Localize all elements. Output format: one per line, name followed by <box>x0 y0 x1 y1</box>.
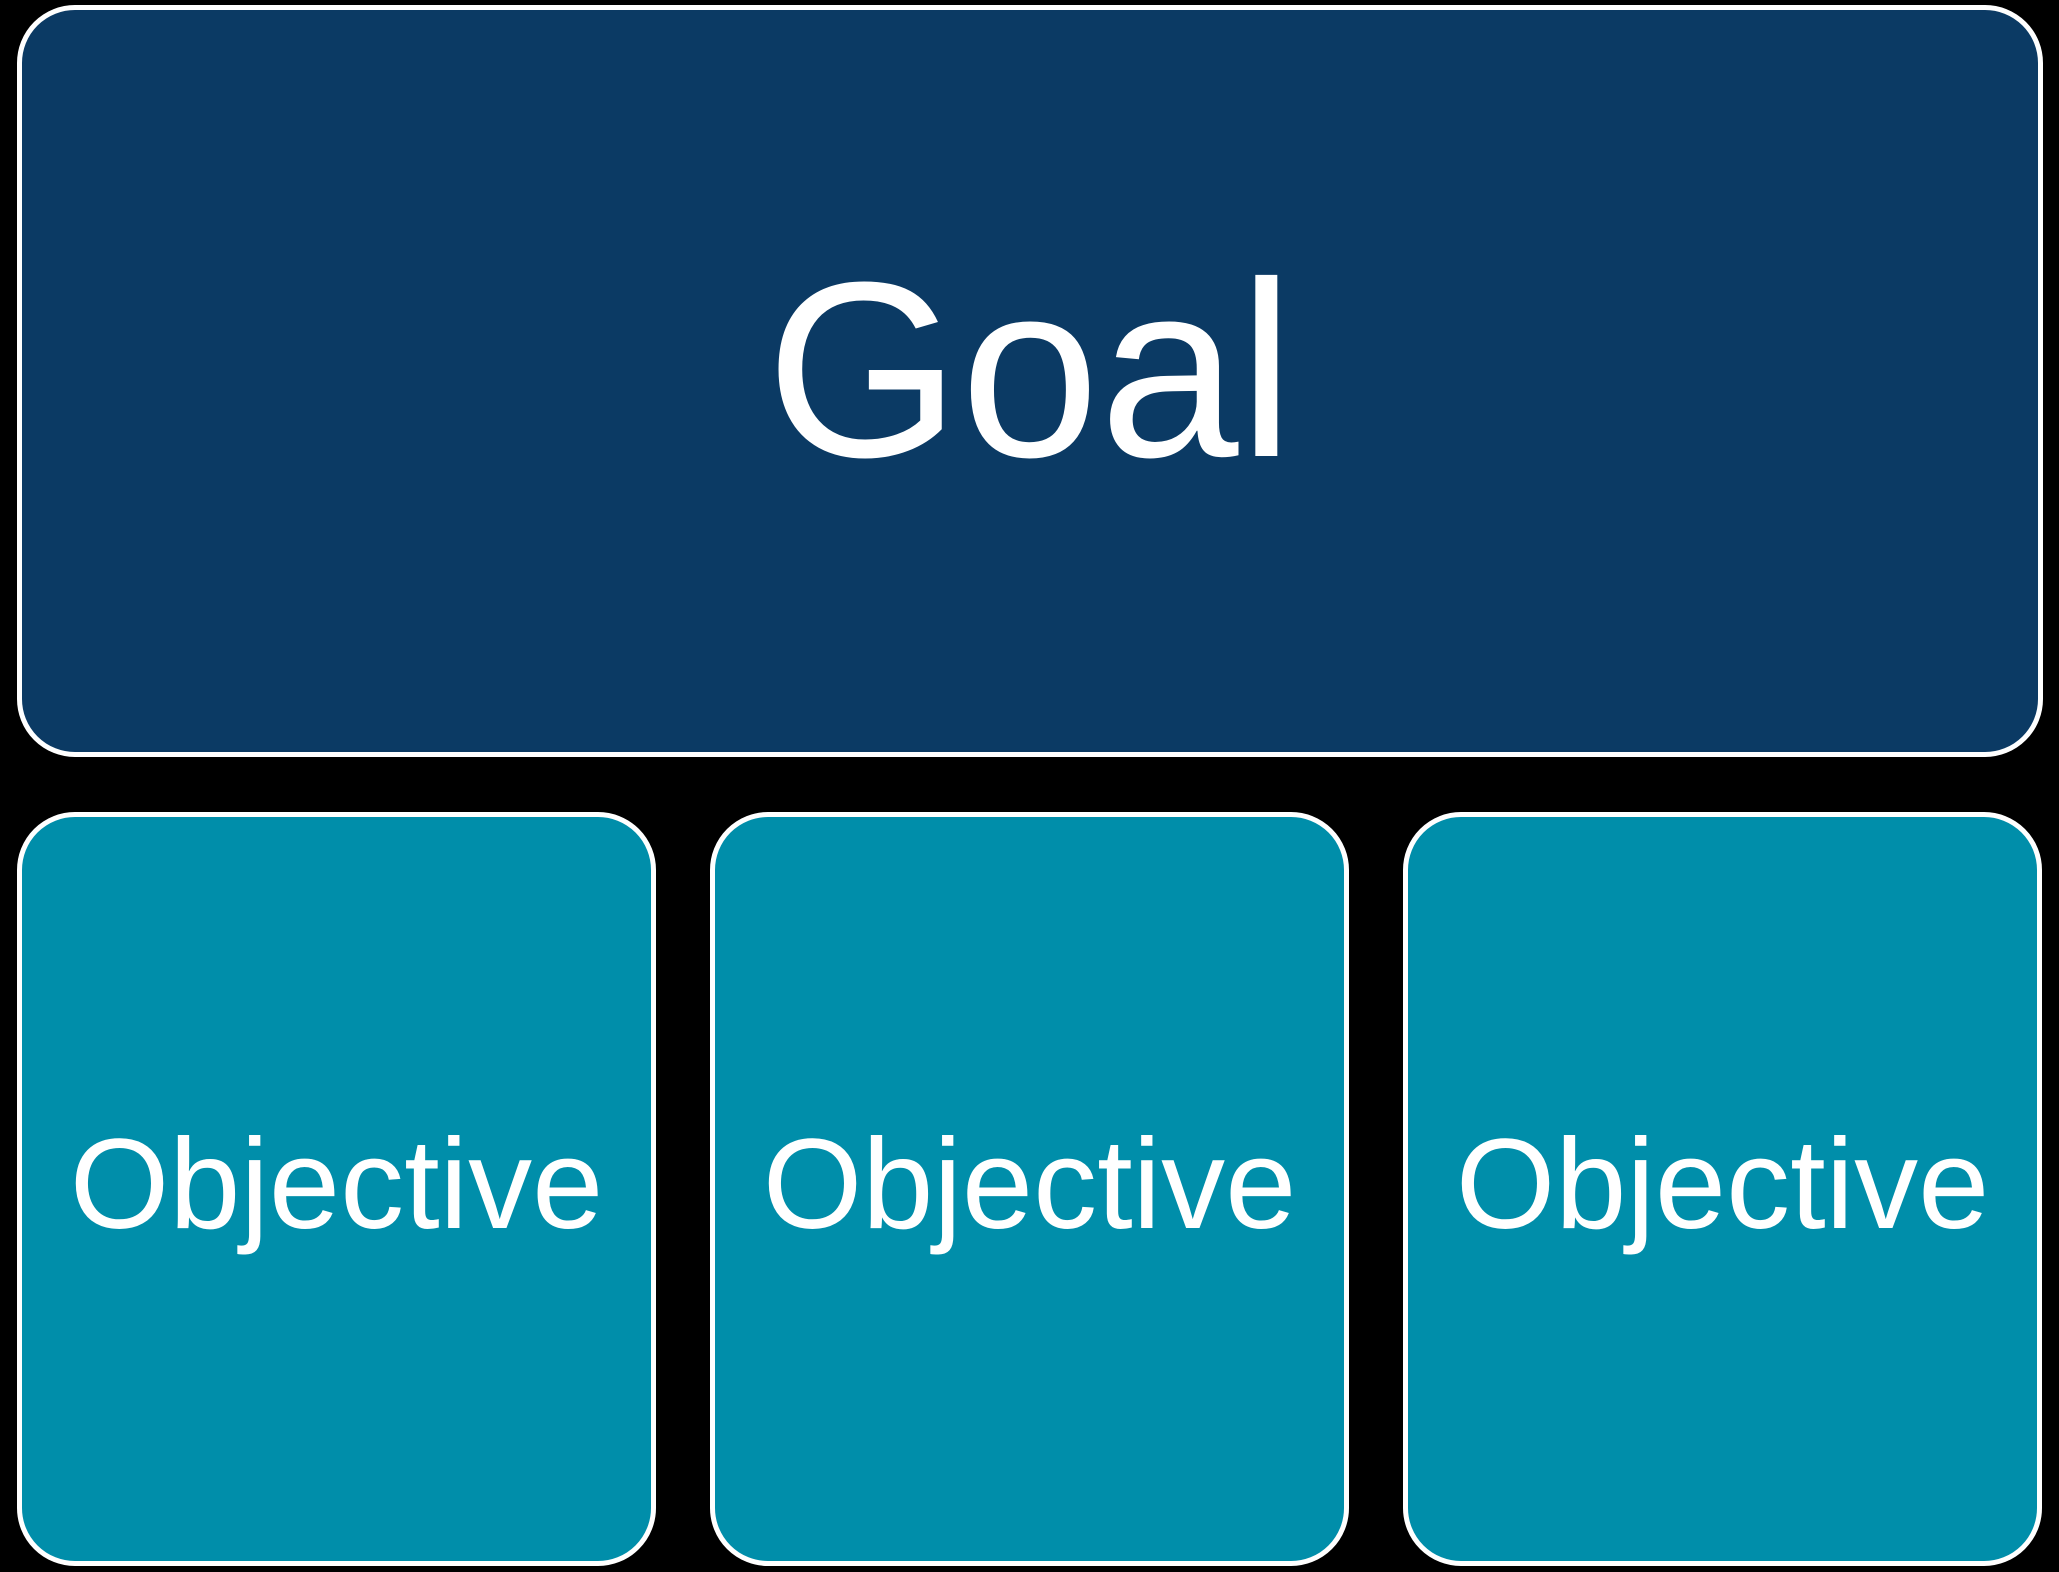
objective-box-1: Objective <box>17 812 656 1566</box>
objective-label-2: Objective <box>762 1113 1297 1256</box>
objective-box-3: Objective <box>1403 812 2042 1566</box>
objective-box-2: Objective <box>710 812 1349 1566</box>
goal-box: Goal <box>17 5 2043 757</box>
objective-label-1: Objective <box>69 1113 604 1256</box>
goal-label: Goal <box>765 230 1295 509</box>
objective-label-3: Objective <box>1455 1113 1990 1256</box>
